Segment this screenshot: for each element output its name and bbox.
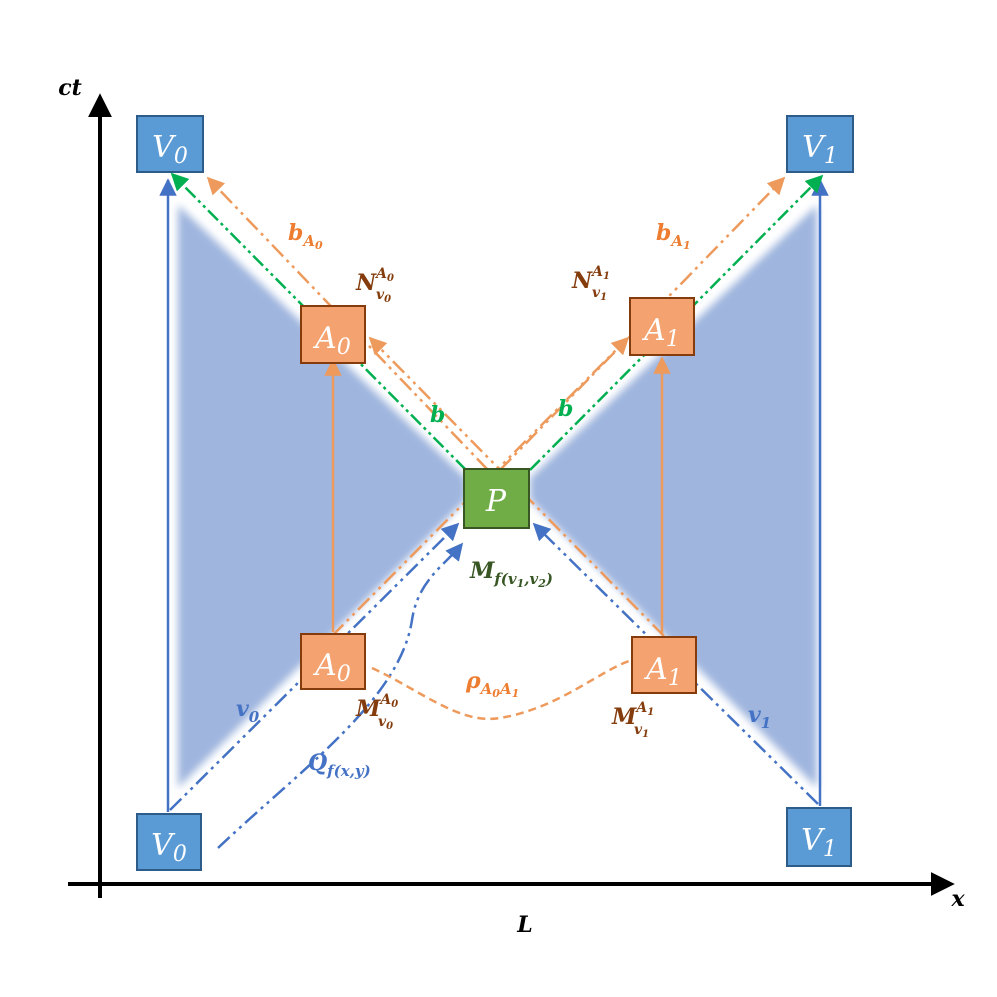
node-v1-bottom: V1 [786, 807, 852, 867]
label-v0-line: v0 [236, 696, 260, 726]
label-n-v1-a1-sub: v1 [592, 285, 607, 303]
node-v0-top: V0 [136, 115, 204, 173]
rho-curve [371, 658, 633, 721]
svg-text:A0: A0 [312, 321, 351, 360]
right-shaded-region [530, 205, 817, 788]
x-axis-label: x [950, 886, 965, 912]
left-shaded-region [178, 205, 466, 788]
label-q: Qf(x,y) [308, 750, 371, 780]
q-curve [217, 542, 464, 849]
svg-text:A1: A1 [641, 313, 680, 352]
label-b-a1: bA1 [656, 220, 691, 252]
label-m-v1-a1: MA1 [611, 700, 654, 730]
node-p: P [463, 468, 530, 529]
orange-line-upper-left [206, 176, 489, 471]
label-m-v0-a0: MA0 [355, 692, 398, 722]
svg-text:P: P [485, 484, 507, 519]
label-b-left: b [430, 402, 445, 428]
y-axis-label: ct [58, 75, 82, 101]
x-axis-caption: L [516, 912, 532, 938]
label-b-a0: bA0 [288, 220, 323, 252]
green-line-right [529, 174, 824, 471]
node-v0-bottom: V0 [136, 813, 202, 871]
svg-text:V0: V0 [151, 828, 187, 867]
orange-line-upper-right [499, 176, 786, 471]
svg-text:A0: A0 [312, 648, 351, 687]
label-n-v1-a1: NA1 [571, 264, 610, 294]
svg-text:V0: V0 [152, 130, 188, 169]
node-a0-upper: A0 [300, 305, 366, 364]
orange-line-a1-to-a0 [368, 336, 665, 637]
node-a0-lower: A0 [300, 633, 366, 690]
label-n-v0-a0: NA0 [355, 266, 394, 296]
label-rho: ρA0A1 [465, 668, 519, 700]
svg-text:V1: V1 [802, 130, 838, 169]
label-v1-line: v1 [748, 702, 771, 732]
node-a1-lower: A1 [631, 636, 697, 694]
svg-text:A1: A1 [643, 652, 682, 691]
label-m-f: Mf(v1,v2) [469, 558, 553, 590]
label-n-v0-a0-sub: v0 [376, 287, 391, 305]
blue-line-v0 [169, 522, 460, 811]
label-m-v1-a1-sub: v1 [634, 722, 649, 740]
label-b-right: b [558, 396, 573, 422]
node-v1-top: V1 [786, 115, 854, 173]
node-a1-upper: A1 [629, 297, 695, 356]
label-m-v0-a0-sub: v0 [378, 714, 393, 732]
svg-text:V1: V1 [801, 823, 837, 862]
green-line-left [170, 172, 467, 471]
